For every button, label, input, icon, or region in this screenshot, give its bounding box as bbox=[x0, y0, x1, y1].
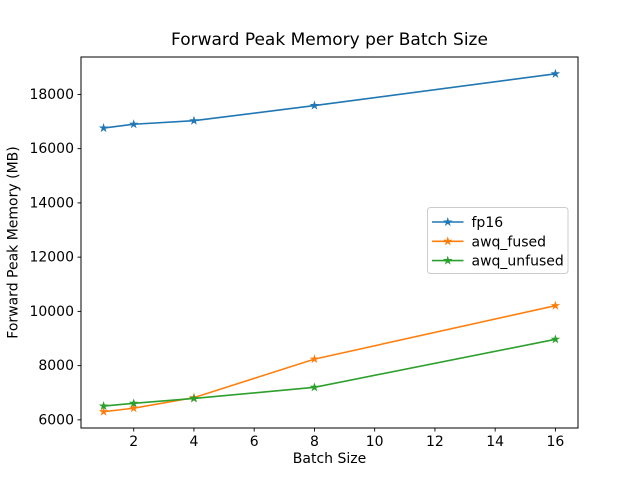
legend: fp16 awq_fused awq_unfused bbox=[427, 207, 569, 274]
x-tick-label: 12 bbox=[426, 434, 444, 450]
legend-box bbox=[427, 207, 569, 274]
x-axis-label: Batch Size bbox=[293, 451, 366, 467]
legend-label: awq_unfused bbox=[472, 254, 564, 270]
x-tick-label: 8 bbox=[310, 434, 319, 450]
series-marker-awq_unfused bbox=[128, 398, 139, 408]
y-tick-label: 16000 bbox=[29, 141, 74, 157]
series-line-awq_unfused bbox=[102, 338, 557, 407]
legend-label: awq_fused bbox=[472, 234, 547, 250]
y-axis-label: Forward Peak Memory (MB) bbox=[6, 146, 22, 338]
legend-sample-marker bbox=[442, 236, 453, 246]
x-tick-label: 10 bbox=[366, 434, 384, 450]
series-marker-awq_unfused bbox=[98, 401, 109, 411]
series-marker-awq_fused bbox=[550, 300, 561, 310]
chart-title: Forward Peak Memory per Batch Size bbox=[171, 30, 488, 50]
y-axis: 6000 8000 10000 12000 14000 16000 18000 bbox=[29, 87, 81, 428]
series-line-fp16 bbox=[102, 73, 557, 129]
series-marker-fp16 bbox=[189, 115, 199, 125]
plot-series bbox=[98, 68, 561, 416]
x-axis: 2 4 6 8 10 12 14 16 bbox=[129, 428, 564, 450]
series-marker-awq_unfused bbox=[309, 382, 320, 392]
series-marker-fp16 bbox=[550, 68, 561, 78]
x-tick-label: 14 bbox=[486, 434, 504, 450]
y-tick-label: 8000 bbox=[38, 358, 74, 374]
y-tick-label: 10000 bbox=[29, 304, 74, 320]
x-tick-label: 6 bbox=[250, 434, 259, 450]
axes-frame bbox=[80, 56, 579, 429]
x-tick-label: 2 bbox=[129, 434, 138, 450]
plot-frame bbox=[80, 56, 579, 429]
y-tick-label: 18000 bbox=[29, 87, 74, 103]
x-tick-label: 16 bbox=[546, 434, 564, 450]
series-marker-awq_fused bbox=[309, 354, 320, 364]
legend-label: fp16 bbox=[472, 215, 504, 231]
series-marker-awq_unfused bbox=[189, 393, 199, 403]
x-tick-label: 4 bbox=[189, 434, 198, 450]
legend-sample-marker bbox=[442, 255, 453, 265]
legend-sample-marker bbox=[442, 217, 453, 227]
series-marker-fp16 bbox=[98, 123, 109, 133]
y-tick-label: 6000 bbox=[38, 412, 74, 428]
series-marker-awq_fused bbox=[98, 406, 109, 416]
series-line-awq_fused bbox=[102, 304, 557, 413]
series-marker-awq_fused bbox=[128, 403, 139, 413]
series-marker-awq_unfused bbox=[550, 334, 561, 344]
y-tick-label: 12000 bbox=[29, 250, 74, 266]
y-tick-label: 14000 bbox=[29, 195, 74, 211]
series-marker-fp16 bbox=[309, 100, 320, 110]
series-marker-fp16 bbox=[128, 119, 139, 129]
